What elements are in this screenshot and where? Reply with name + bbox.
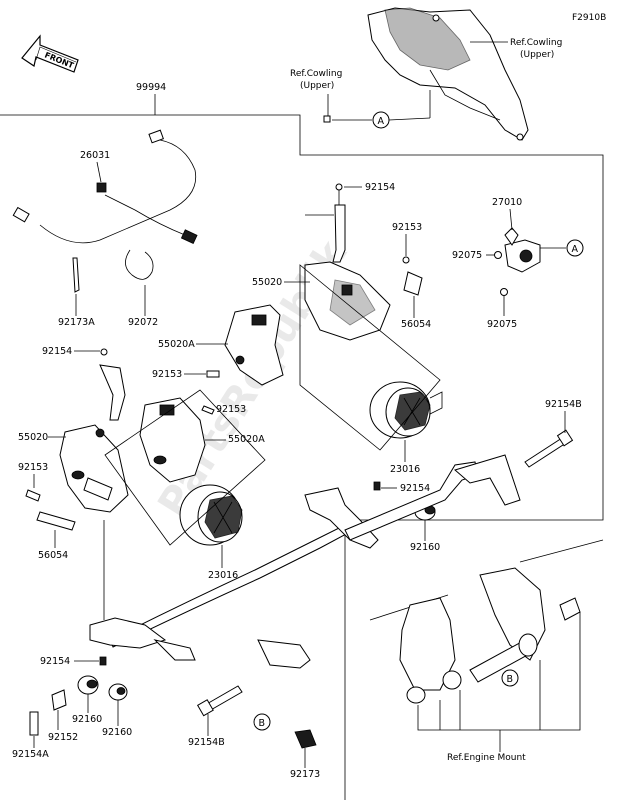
part-label-92153-a: 92153 [392,222,422,233]
part-label-55020-a: 55020 [252,277,282,288]
part-label-92152: 92152 [48,732,78,743]
part-label-55020-b: 55020 [18,432,48,443]
callout-b-clip [253,713,271,731]
part-label-99994: 99994 [136,82,166,93]
part-label-92154-d: 92154 [40,656,70,667]
part-label-23016-a: 23016 [390,464,420,475]
part-label-92160-b: 92160 [72,714,102,725]
part-label-92154-c: 92154 [42,346,72,357]
bolt-92154b-lower-part [196,685,243,717]
part-label-92075-b: 92075 [487,319,517,330]
bracket-55020a-upper-part [224,304,284,386]
upper-cowling-part [367,7,529,141]
part-label-56054-a: 56054 [401,319,431,330]
collar-92160-left-b-part [108,683,128,701]
part-label-92173a: 92173A [58,317,95,328]
ref-cowling-upper-left-line2: (Upper) [300,81,334,91]
part-label-92075-a: 92075 [452,250,482,261]
part-label-55020a-a: 55020A [158,339,195,350]
part-label-56054-b: 56054 [38,550,68,561]
pad-56054-left-part [36,511,76,531]
part-label-92154a: 92154A [12,749,49,760]
part-label-27010: 27010 [492,197,522,208]
bracket-55020a-lower-part [139,397,206,483]
bracket-55020-left-part [59,364,129,513]
part-label-92154b-b: 92154B [188,737,225,748]
part-label-92160-c: 92160 [102,727,132,738]
cable-tie-92173a-part [72,257,80,293]
damper-23016-left-part [179,484,243,546]
callout-a-switch-label: A [572,244,579,255]
ref-cowling-upper-right-line2: (Upper) [520,50,554,60]
part-label-55020a-b: 55020A [228,434,265,445]
engine-mount-ref-part [399,567,581,704]
ref-cowling-upper-left-line1: Ref.Cowling [290,69,342,79]
part-label-92160-a: 92160 [410,542,440,553]
switch-27010-part [504,227,541,273]
callout-a-switch [566,239,584,257]
part-label-92154-a: 92154 [365,182,395,193]
wiring-harness-part [12,129,198,245]
part-label-92154-b: 92154 [400,483,430,494]
collar-92160-left-a-part [77,675,99,695]
callout-a-upper-label: A [378,116,385,127]
part-label-92072: 92072 [128,317,158,328]
callout-b-mount [501,669,519,687]
part-label-92154b-a: 92154B [545,399,582,410]
bracket-55020-right-part [304,204,391,341]
diagram-code: F2910B [572,13,606,23]
frame-crossbar-part [89,454,521,669]
washer-92152-part [51,689,67,711]
bolt-92154b-right-part [524,429,574,468]
part-label-23016-b: 23016 [208,570,238,581]
pad-56054-right-part [403,271,423,296]
part-label-26031: 26031 [80,150,110,161]
part-label-92153-c: 92153 [18,462,48,473]
part-label-92153-b: 92153 [152,369,182,380]
part-label-92173: 92173 [290,769,320,780]
part-label-92153-d: 92153 [216,404,246,415]
bolt-92154a-part [29,711,39,736]
band-92072-part [125,249,154,280]
ref-engine-mount-label: Ref.Engine Mount [447,753,526,763]
front-arrow-icon: FRONT [21,34,79,73]
callout-b-clip-label: B [259,718,266,729]
ref-cowling-upper-right-line1: Ref.Cowling [510,38,562,48]
clip-92173-part [294,729,317,749]
callout-b-mount-label: B [507,674,514,685]
